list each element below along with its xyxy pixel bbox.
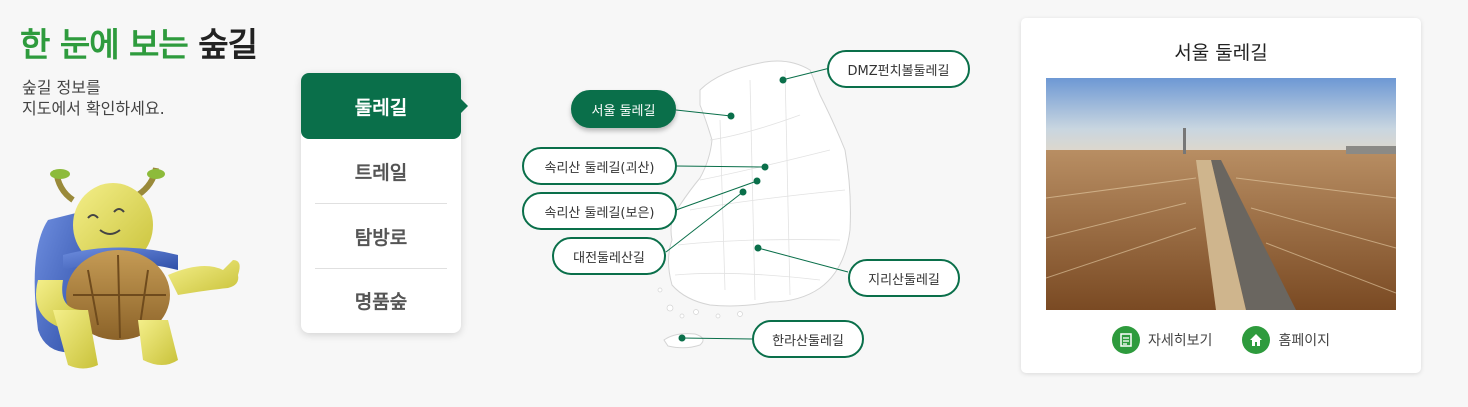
korea-map (500, 40, 1000, 370)
trail-pill-jiri[interactable]: 지리산둘레길 (848, 259, 960, 297)
home-icon (1242, 326, 1271, 354)
detail-link[interactable]: 자세히보기 (1112, 326, 1212, 354)
card-title: 서울 둘레길 (1174, 42, 1268, 64)
menu-item-myeongpum[interactable]: 명품숲 (354, 291, 408, 313)
menu-item-dulle[interactable]: 둘레길 (301, 73, 468, 139)
trail-info-card: 서울 둘레길 (1021, 18, 1421, 373)
category-menu: 둘레길 트레일 탐방로 명품숲 (301, 73, 468, 333)
region-borders (674, 69, 846, 301)
menu-divider (315, 268, 447, 269)
trail-pill-songni-boeun[interactable]: 속리산 둘레길(보은) (522, 192, 677, 230)
islands (657, 287, 743, 319)
korea-land (663, 60, 851, 349)
page-subtitle: 숲길 정보를 지도에서 확인하세요. (22, 77, 165, 119)
title-highlight: 한 눈에 보는 (20, 25, 189, 64)
subtitle-line-2: 지도에서 확인하세요. (22, 99, 165, 118)
trail-pill-daejeon[interactable]: 대전둘레산길 (552, 237, 666, 275)
homepage-label: 홈페이지 (1278, 333, 1330, 349)
title-keyword: 숲길 (198, 25, 258, 64)
leader-lines (665, 67, 849, 340)
homepage-link[interactable]: 홈페이지 (1242, 326, 1330, 354)
trail-pill-songni-goesan[interactable]: 속리산 둘레길(괴산) (522, 147, 677, 185)
detail-label: 자세히보기 (1148, 333, 1213, 349)
trail-pill-dmz[interactable]: DMZ펀치볼둘레길 (827, 50, 970, 88)
subtitle-line-1: 숲길 정보를 (22, 78, 101, 97)
list-icon (1112, 326, 1141, 354)
menu-divider (315, 203, 447, 204)
trail-pill-halla[interactable]: 한라산둘레길 (752, 320, 864, 358)
trail-pill-seoul[interactable]: 서울 둘레길 (571, 90, 676, 128)
menu-item-trail[interactable]: 트레일 (354, 162, 408, 184)
page-title: 한 눈에 보는 숲길 (20, 18, 258, 66)
mascot-illustration (28, 160, 248, 375)
menu-item-tambang[interactable]: 탐방로 (354, 227, 408, 249)
trail-markers (678, 76, 787, 342)
trail-photo (1046, 78, 1396, 310)
